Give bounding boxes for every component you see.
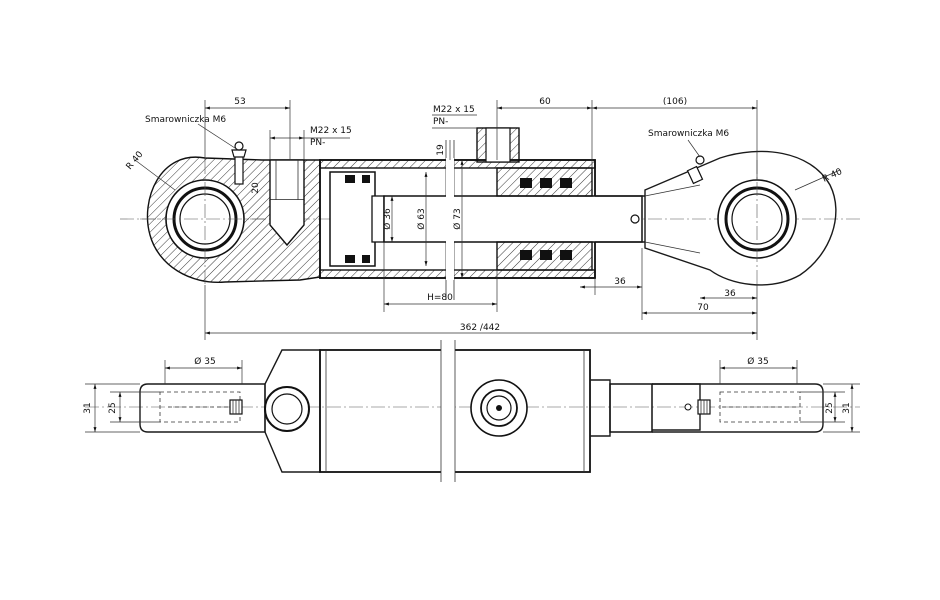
port-right-pn-label: PN- [433, 117, 448, 127]
dim-31-left: 31 [83, 402, 93, 413]
port-left-thread-label: M22 x 15 [310, 126, 352, 136]
dim-stroke: H=80 [427, 293, 453, 303]
piston [329, 171, 376, 267]
grease-left-label: Smarowniczka M6 [145, 115, 226, 125]
left-port-bore [269, 159, 305, 201]
dim-phi35-right: Ø 35 [747, 356, 768, 367]
dim-60: 60 [539, 97, 551, 107]
dim-25-right: 25 [825, 402, 835, 413]
dim-phi36: Ø 36 [382, 208, 393, 230]
top-view [85, 340, 860, 482]
port-right-thread-label: M22 x 15 [433, 105, 475, 115]
dim-36-rod: 36 [614, 277, 626, 287]
port-left-pn-label: PN- [310, 138, 325, 148]
right-eye-body [644, 150, 837, 286]
dim-31-right: 31 [842, 402, 852, 413]
dim-r40-right: R 40 [821, 167, 844, 185]
dim-19: 19 [436, 144, 446, 156]
grease-nipple-left-icon [231, 141, 247, 185]
grease-nipple-bottom-left-icon [229, 399, 243, 415]
section-view [120, 100, 860, 340]
right-tongue [652, 383, 824, 433]
dim-phi73: Ø 73 [452, 208, 463, 229]
dim-36-eye: 36 [724, 289, 736, 299]
dim-length: 362 /442 [460, 323, 500, 333]
grease-right-label: Smarowniczka M6 [648, 129, 729, 139]
dim-70: 70 [697, 303, 709, 313]
left-tongue [139, 383, 266, 433]
dim-phi35-left: Ø 35 [194, 356, 215, 367]
grease-nipple-right-icon [686, 155, 705, 185]
grease-nipple-bottom-right-icon [697, 399, 711, 415]
dim-25-left: 25 [108, 402, 118, 413]
dim-20: 20 [251, 182, 261, 194]
dim-53: 53 [234, 97, 245, 107]
dim-phi63: Ø 63 [416, 208, 427, 229]
dim-106: (106) [663, 97, 687, 107]
dim-r40-left: R 40 [125, 150, 146, 172]
